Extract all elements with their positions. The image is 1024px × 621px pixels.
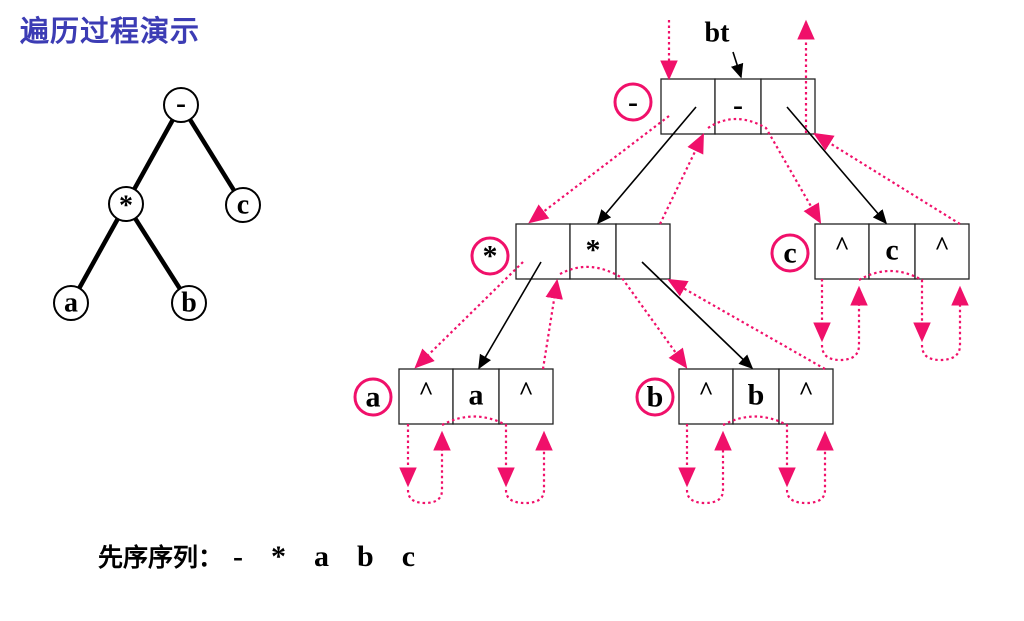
node-a: a ^ a ^ xyxy=(353,368,554,425)
sequence-item: b xyxy=(357,540,374,573)
tree-node-root: - xyxy=(163,87,199,123)
pointer-arrow xyxy=(596,106,697,225)
tree-node-star: * xyxy=(108,186,144,222)
tree-edge xyxy=(69,202,128,305)
svg-text:b: b xyxy=(181,288,197,319)
node-label-circle xyxy=(770,233,810,273)
traversal-trace xyxy=(399,19,969,505)
node-rchild-value: ^ xyxy=(798,377,813,406)
node-rchild-cell xyxy=(498,368,554,425)
node-lchild-value: ^ xyxy=(834,232,849,261)
sequence-item: c xyxy=(401,540,416,573)
bt-pointer-label: bt xyxy=(705,18,731,49)
node-label: a xyxy=(366,381,381,414)
child-pointers xyxy=(478,106,888,370)
node-data-cell xyxy=(714,78,762,135)
node-data-value: b xyxy=(748,379,765,412)
node-data-value: * xyxy=(586,234,601,267)
svg-text:-: - xyxy=(176,87,186,120)
node-rchild-cell xyxy=(778,368,834,425)
tree-edge xyxy=(124,202,191,305)
node-label-circle xyxy=(470,236,510,276)
node-star: ** xyxy=(470,223,671,280)
node-label: - xyxy=(628,86,638,119)
pointer-arrow xyxy=(641,261,754,370)
node-lchild-cell xyxy=(814,223,870,280)
bt-arrow xyxy=(731,51,744,79)
sequence-label: 先序序列： xyxy=(98,543,224,572)
node-data-value: a xyxy=(469,379,484,412)
node-lchild-value: ^ xyxy=(698,377,713,406)
node-data-value: c xyxy=(885,234,898,267)
tree-node-b: b xyxy=(171,285,207,321)
tree-edge xyxy=(179,103,245,207)
pointer-arrow xyxy=(478,261,542,370)
node-data-cell xyxy=(569,223,617,280)
tree-node-c: c xyxy=(225,187,261,223)
node-lchild-cell xyxy=(515,223,571,280)
node-rchild-value: ^ xyxy=(518,377,533,406)
svg-text:*: * xyxy=(119,191,133,222)
node-label: * xyxy=(483,240,498,273)
sequence-item: * xyxy=(271,540,287,573)
linked-nodes: --**c^c^a^a^b^b^ xyxy=(353,78,970,425)
node-rchild-cell xyxy=(615,223,671,280)
node-rchild-value: ^ xyxy=(934,232,949,261)
node-b: b ^ b ^ xyxy=(635,368,834,425)
node-c: c ^ c ^ xyxy=(770,223,970,280)
node-rchild-cell xyxy=(914,223,970,280)
svg-text:c: c xyxy=(237,190,249,221)
sequence-item: a xyxy=(314,540,330,573)
pointer-arrow xyxy=(786,106,888,225)
node-label: b xyxy=(647,381,664,414)
svg-text:a: a xyxy=(64,288,78,319)
node-lchild-cell xyxy=(398,368,454,425)
node-label-circle xyxy=(353,377,393,417)
sequence-item: - xyxy=(233,540,244,573)
node-label-circle xyxy=(613,82,653,122)
tree-node-a: a xyxy=(53,285,89,321)
node-label-circle xyxy=(635,377,675,417)
page-title: 遍历过程演示 xyxy=(20,14,201,48)
node-data-cell xyxy=(732,368,780,425)
node-lchild-value: ^ xyxy=(418,377,433,406)
node-lchild-cell xyxy=(660,78,716,135)
node-data-value: - xyxy=(733,89,743,122)
tree-edge xyxy=(124,103,183,206)
node-label: c xyxy=(783,237,796,270)
node-root: -- xyxy=(613,78,816,135)
small-tree: - * c a b xyxy=(53,87,261,321)
